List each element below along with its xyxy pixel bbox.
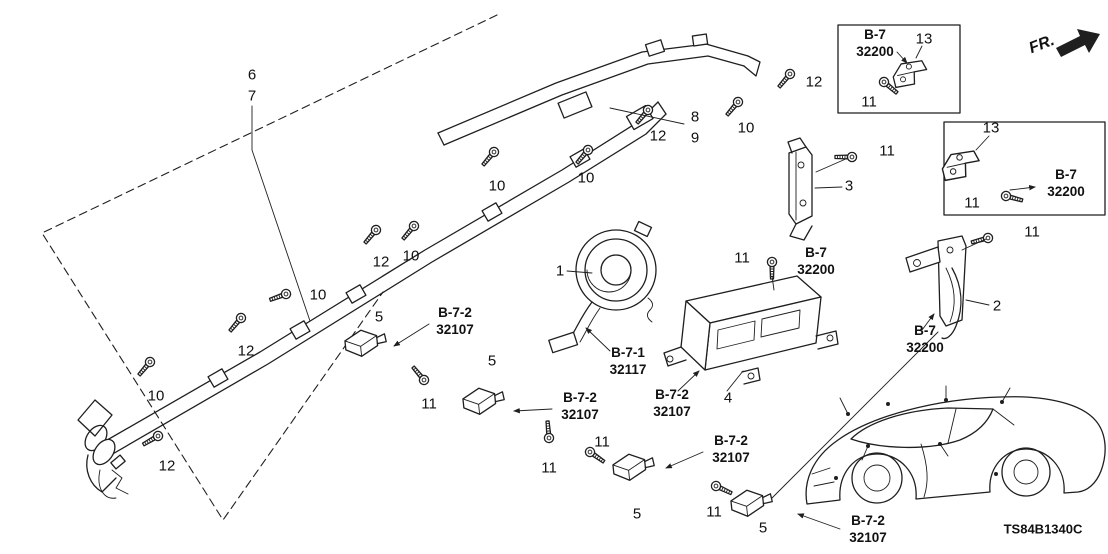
side-impact-sensor [611,451,657,483]
part-ref-b72-32107: B-7-2 32107 [653,387,691,421]
ref-page: B-7 [1055,167,1077,183]
callout-10: 10 [309,286,327,304]
part-ref-b71-32117: B-7-1 32117 [610,345,647,379]
part-ref-b7-32200: B-7 32200 [797,245,835,279]
leader-lines [251,105,990,530]
bracket-3 [787,137,813,241]
callout-11: 11 [421,395,437,413]
callout-12: 12 [237,342,255,360]
inset-box-top [837,24,961,114]
srs-unit [663,275,839,385]
fr-arrow-icon [1056,29,1100,57]
callout-11: 11 [541,459,557,477]
ref-page: B-7-2 [714,433,748,449]
ref-number: 32107 [436,322,474,337]
side-impact-sensor [461,385,507,417]
ref-page: B-7-2 [655,387,689,403]
callout-10: 10 [402,247,420,265]
ref-number: 32117 [609,362,647,377]
part-ref-b72-32107: B-7-2 32107 [436,305,474,339]
front-curtain-rail [437,33,761,146]
bolt-icon [999,189,1025,206]
bolts [134,66,995,499]
callout-6: 6 [247,66,257,84]
part-ref-b7-32200: B-7 32200 [856,27,894,61]
callout-11: 11 [861,93,877,111]
part-ref-b72-32107: B-7-2 32107 [712,433,750,467]
callout-4: 4 [723,389,733,407]
callout-11: 11 [879,142,895,160]
ref-number: 32200 [797,262,835,277]
part-ref-b72-32107: B-7-2 32107 [561,390,599,424]
body-reference-dashed-frame [41,14,498,521]
callout-7: 7 [247,87,257,105]
ref-number: 32200 [906,340,944,355]
callout-11: 11 [964,194,980,212]
callout-3: 3 [844,177,854,195]
bracket-13-icon [891,56,929,92]
callout-12: 12 [158,457,176,475]
side-impact-sensor [729,487,775,519]
callout-11: 11 [706,503,722,521]
callout-12: 12 [372,253,390,271]
bracket-2 [905,235,967,340]
ref-page: B-7 [864,27,886,43]
callout-12: 12 [805,73,823,91]
ref-number: 32107 [849,530,887,545]
callout-5: 5 [374,308,384,326]
ref-page: B-7-2 [851,513,885,529]
ref-page: B-7-2 [438,305,472,321]
diagram-code: TS84B1340C [1003,521,1083,537]
ref-number: 32107 [561,407,599,422]
callout-10: 10 [488,177,506,195]
ref-number: 32107 [712,450,750,465]
callout-10: 10 [147,387,165,405]
callout-13: 13 [915,30,933,48]
ref-number: 32200 [856,44,894,59]
callout-11: 11 [594,433,610,451]
inset-box-right [940,121,1106,216]
part-ref-b72-32107: B-7-2 32107 [849,513,887,547]
callout-1: 1 [555,262,565,280]
callout-5: 5 [487,352,497,370]
cable-reel [548,220,657,354]
callout-10: 10 [737,119,755,137]
callout-11: 11 [734,249,750,267]
part-ref-b7-32200: B-7 32200 [1047,167,1085,201]
bracket-13-icon [940,146,982,186]
callout-2: 2 [992,297,1002,315]
ref-number: 32107 [653,404,691,419]
ref-number: 32200 [1047,184,1085,199]
part-ref-b7-32200: B-7 32200 [906,323,944,357]
callout-5: 5 [632,505,642,523]
ref-page: B-7 [914,323,936,339]
ref-page: B-7-2 [563,390,597,406]
callout-13: 13 [982,119,1000,137]
callout-11: 11 [1024,223,1040,241]
callout-10: 10 [577,169,595,187]
ref-page: B-7 [805,245,827,261]
callout-5: 5 [758,519,768,537]
callout-12: 12 [649,127,667,145]
callout-9: 9 [690,129,700,147]
ref-page: B-7-1 [611,345,645,361]
car-outline [805,385,1106,505]
side-impact-sensor [343,327,389,359]
callout-8: 8 [690,108,700,126]
